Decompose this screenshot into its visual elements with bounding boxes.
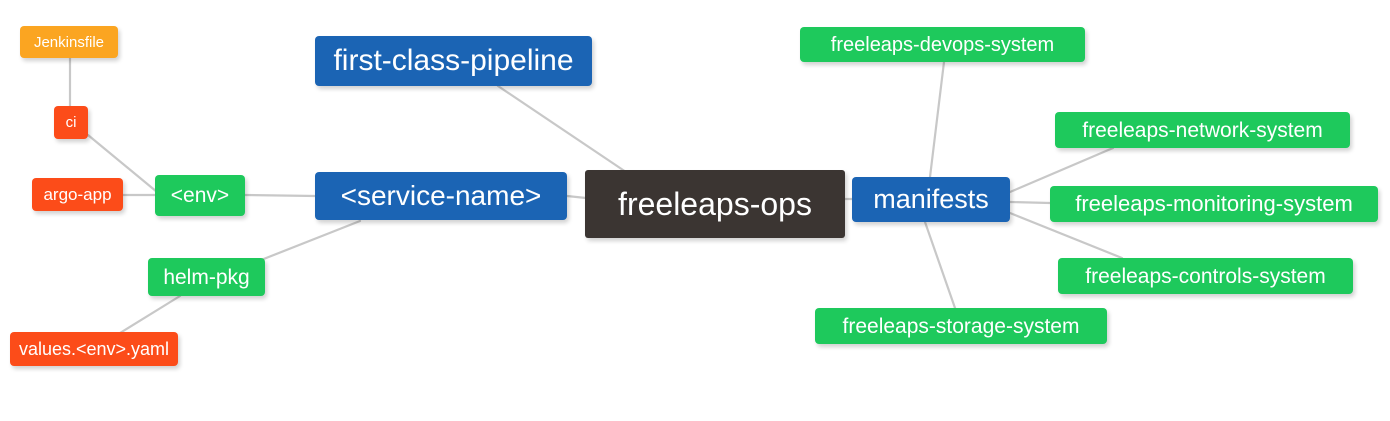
edge-firstclasspipeline-root: [496, 84, 628, 174]
node-helm-pkg-label: helm-pkg: [163, 265, 250, 289]
node-first-class-pipeline-label: first-class-pipeline: [333, 44, 574, 77]
edge-env-servicename: [243, 193, 317, 198]
node-jenkinsfile[interactable]: Jenkinsfile: [20, 26, 118, 58]
node-env-label: <env>: [170, 184, 230, 207]
node-argo-app-label: argo-app: [43, 185, 112, 204]
node-freeleaps-monitoring-system[interactable]: freeleaps-monitoring-system: [1050, 186, 1378, 222]
node-root-freeleaps-ops[interactable]: freeleaps-ops: [585, 170, 845, 238]
node-manifests-label: manifests: [873, 184, 989, 214]
node-service-name-label: <service-name>: [340, 180, 542, 211]
node-freeleaps-controls-system[interactable]: freeleaps-controls-system: [1058, 258, 1353, 294]
node-ci-label: ci: [65, 114, 77, 131]
node-first-class-pipeline[interactable]: first-class-pipeline: [315, 36, 592, 86]
node-freeleaps-devops-system[interactable]: freeleaps-devops-system: [800, 27, 1085, 62]
node-service-name[interactable]: <service-name>: [315, 172, 567, 220]
node-freeleaps-storage-system[interactable]: freeleaps-storage-system: [815, 308, 1107, 344]
node-argo-app[interactable]: argo-app: [32, 178, 123, 211]
edge-helmpkg-servicename: [254, 219, 362, 264]
edge-manifests-monitoring: [1008, 200, 1052, 205]
node-env[interactable]: <env>: [155, 175, 245, 216]
node-freeleaps-network-system[interactable]: freeleaps-network-system: [1055, 112, 1350, 148]
node-manifests[interactable]: manifests: [852, 177, 1010, 222]
node-freeleaps-network-system-label: freeleaps-network-system: [1082, 118, 1323, 142]
node-ci[interactable]: ci: [54, 106, 88, 139]
node-helm-pkg[interactable]: helm-pkg: [148, 258, 265, 296]
node-freeleaps-controls-system-label: freeleaps-controls-system: [1085, 264, 1326, 288]
node-jenkinsfile-label: Jenkinsfile: [33, 33, 105, 51]
edge-manifests-storage: [923, 220, 957, 310]
node-root-label: freeleaps-ops: [618, 186, 812, 222]
edge-manifests-devops: [928, 60, 946, 179]
edge-servicename-root: [565, 194, 588, 200]
edge-values-helmpkg: [118, 294, 182, 335]
node-freeleaps-storage-system-label: freeleaps-storage-system: [842, 314, 1080, 338]
node-freeleaps-monitoring-system-label: freeleaps-monitoring-system: [1075, 191, 1353, 216]
node-freeleaps-devops-system-label: freeleaps-devops-system: [830, 33, 1055, 56]
node-values-yaml[interactable]: values.<env>.yaml: [10, 332, 178, 366]
node-values-yaml-label: values.<env>.yaml: [18, 339, 170, 359]
